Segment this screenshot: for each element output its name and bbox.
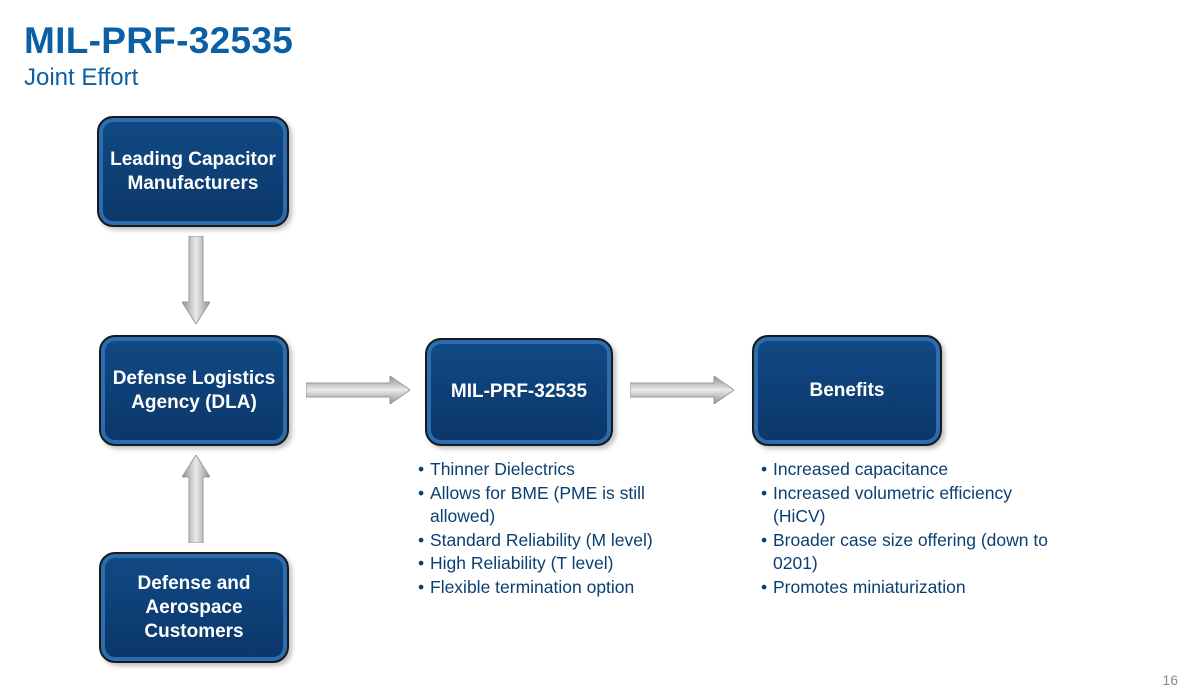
customers-box: Defense and Aerospace Customers (99, 552, 289, 663)
benefits-box: Benefits (752, 335, 942, 446)
down-arrow (182, 236, 210, 324)
list-item: Broader case size offering (down to 0201… (761, 529, 1051, 576)
page-number: 16 (1162, 672, 1178, 688)
list-item: Promotes miniaturization (761, 576, 1051, 600)
manufacturers-box: Leading Capacitor Manufacturers (97, 116, 289, 227)
list-item: Thinner Dielectrics (418, 458, 703, 482)
up-arrow (182, 455, 210, 543)
right-arrow-to-benefits (630, 376, 734, 404)
list-item: Increased capacitance (761, 458, 1051, 482)
dla-label: Defense Logistics Agency (DLA) (112, 367, 276, 413)
page-title: MIL-PRF-32535 (24, 20, 294, 61)
benefit-points-list: Increased capacitance Increased volumetr… (761, 458, 1051, 599)
page-subtitle: Joint Effort (24, 64, 139, 91)
spec-points-list: Thinner Dielectrics Allows for BME (PME … (418, 458, 703, 599)
right-arrow-to-spec (306, 376, 410, 404)
list-item: Standard Reliability (M level) (418, 529, 703, 553)
customers-label: Defense and Aerospace Customers (137, 572, 251, 642)
dla-box: Defense Logistics Agency (DLA) (99, 335, 289, 446)
manufacturers-label: Leading Capacitor Manufacturers (110, 148, 276, 194)
spec-box: MIL-PRF-32535 (425, 338, 613, 446)
list-item: Increased volumetric efficiency (HiCV) (761, 482, 1051, 529)
list-item: High Reliability (T level) (418, 552, 703, 576)
list-item: Flexible termination option (418, 576, 703, 600)
list-item: Allows for BME (PME is still allowed) (418, 482, 703, 529)
benefits-label: Benefits (809, 380, 885, 401)
spec-label: MIL-PRF-32535 (450, 381, 588, 402)
